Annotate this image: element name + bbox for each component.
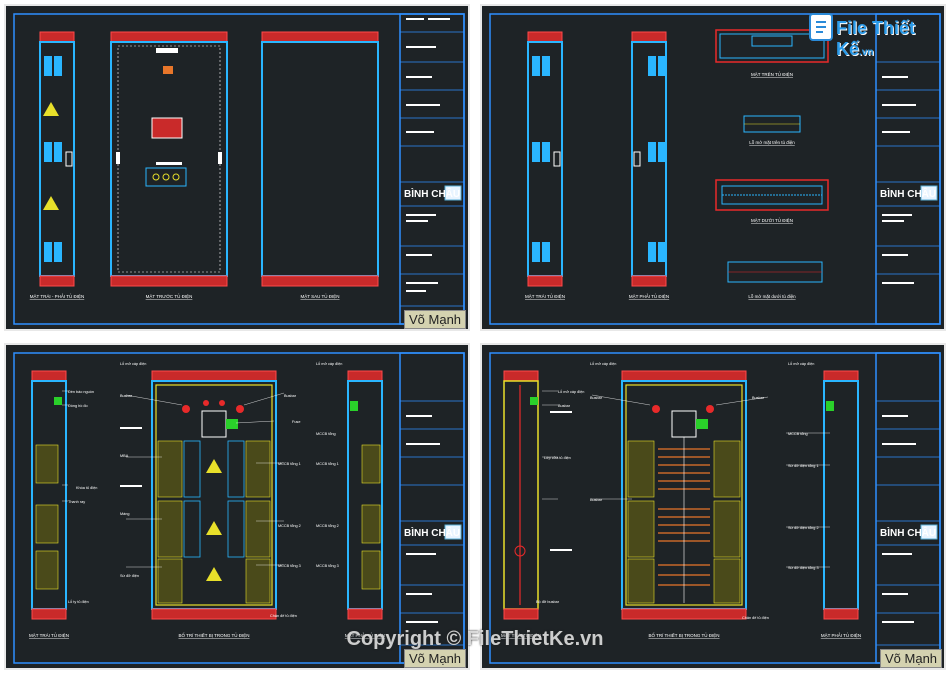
- label-left-1: Lỗ mở cáp điện: [558, 389, 584, 394]
- label-center-1: Lỗ mở cáp điện: [120, 361, 146, 366]
- caption-2-6: Lỗ mở mặt dưới tủ điện: [748, 293, 796, 299]
- company-name: BÌNH CHÂU: [404, 528, 461, 539]
- cabinet-side-view: [39, 31, 75, 287]
- caption-4-2: BỐ TRÍ THIẾT BỊ TRONG TỦ ĐIỆN: [648, 631, 719, 638]
- brand-logo-icon: [809, 13, 833, 41]
- label-center-6: Busbar: [284, 394, 297, 398]
- sheet-1-drawing: MẶT TRÁI - PHẢI TỦ ĐIỆN MẶT TRƯỚC TỦ ĐIỆ…: [13, 13, 465, 325]
- label-left-1: Đèn báo nguồn: [68, 390, 94, 394]
- label-center-5: Sứ đỡ điện: [120, 574, 139, 578]
- caption-2-2: MẶT PHẢI TỦ ĐIỆN: [629, 292, 669, 299]
- label-right-2: MCCB tổng: [316, 432, 336, 436]
- caption-4-3: MẶT PHẢI TỦ ĐIỆN: [821, 631, 861, 638]
- label-right-2: MCCB tổng: [788, 432, 808, 436]
- designer-badge: Võ Mạnh: [404, 649, 467, 668]
- cabinet-back-view: [261, 31, 379, 287]
- drawing-sheet-3: Đèn báo nguồn Đồng hồ đo Khóa tủ điện Th…: [4, 343, 470, 670]
- caption-1-2: MẶT TRƯỚC TỦ ĐIỆN: [146, 292, 193, 299]
- label-center-2: Busbar: [120, 394, 133, 398]
- label-right-4: MCCB tổng 2: [316, 524, 339, 528]
- company-name: BÌNH CHÂU: [404, 189, 461, 200]
- label-center-7: Fuse: [292, 420, 300, 424]
- label-left-3: Khóa tủ điện: [76, 486, 97, 490]
- sheet-4-drawing: Lỗ mở cáp điện Lỗ mở cáp điện Busbar Lớp…: [489, 352, 941, 664]
- caption-2-3: MẶT TRÊN TỦ ĐIỆN: [751, 70, 793, 77]
- label-left-4: Thanh ray: [68, 500, 85, 504]
- sheet-2-drawing: MẶT TRÁI TỦ ĐIỆN MẶT PHẢI TỦ ĐIỆN MẶT TR…: [489, 13, 941, 325]
- label-left-3: Lớp cửa tủ điện: [544, 456, 571, 460]
- drawing-sheet-4: Lỗ mở cáp điện Lỗ mở cáp điện Busbar Lớp…: [480, 343, 946, 670]
- label-center-4: Máng: [120, 512, 130, 516]
- caption-1-3: MẶT SAU TỦ ĐIỆN: [300, 292, 339, 299]
- label-left-5: Lỗ ty tủ điện: [68, 599, 89, 604]
- label-right-3: Sứ đỡ điện tổng 1: [788, 464, 819, 468]
- caption-2-5: MẶT DƯỚI TỦ ĐIỆN: [751, 216, 793, 223]
- drawing-sheet-2: MẶT TRÁI TỦ ĐIỆN MẶT PHẢI TỦ ĐIỆN MẶT TR…: [480, 4, 946, 331]
- label-left-2: Đồng hồ đo: [68, 404, 88, 408]
- label-center-1: Lỗ mở cáp điện: [590, 361, 616, 366]
- company-name: BÌNH CHÂU: [880, 189, 937, 200]
- caption-3-3: MẶT PHẢI TỦ ĐIỆN: [345, 631, 385, 638]
- label-center-9: MCCB tổng 2: [278, 524, 301, 528]
- caption-4-1: MẶT TRÁI TỦ ĐIỆN: [501, 631, 541, 638]
- label-right-5: Sứ đỡ điện tổng 3: [788, 566, 819, 570]
- designer-badge: Võ Mạnh: [404, 310, 467, 329]
- label-center-10: MCCB tổng 3: [278, 564, 301, 568]
- label-right-3: MCCB tổng 1: [316, 462, 339, 466]
- label-right-1: Lỗ mở cáp điện: [788, 361, 814, 366]
- label-right-5: MCCB tổng 3: [316, 564, 339, 568]
- caption-1-1: MẶT TRÁI - PHẢI TỦ ĐIỆN: [30, 292, 85, 299]
- copyright-watermark: Copyright © FileThietKe.vn: [346, 628, 604, 650]
- label-center-3: MBA: [120, 454, 129, 458]
- caption-3-2: BỐ TRÍ THIẾT BỊ TRONG TỦ ĐIỆN: [178, 631, 249, 638]
- label-left-4: Busbar: [590, 498, 603, 502]
- sheet-3-drawing: Đèn báo nguồn Đồng hồ đo Khóa tủ điện Th…: [13, 352, 465, 664]
- label-center-8: MCCB tổng 1: [278, 462, 301, 466]
- brand-name: File Thiết Kế.vn: [836, 18, 916, 59]
- label-left-5: Bộ đỡ busbar: [536, 600, 560, 604]
- caption-2-4: Lỗ mở mặt trên tủ điện: [749, 139, 795, 145]
- drawing-sheet-1: MẶT TRÁI - PHẢI TỦ ĐIỆN MẶT TRƯỚC TỦ ĐIỆ…: [4, 4, 470, 331]
- caption-3-1: MẶT TRÁI TỦ ĐIỆN: [29, 631, 69, 638]
- company-name: BÌNH CHÂU: [880, 528, 937, 539]
- label-center-3: Busbar: [752, 396, 765, 400]
- label-center-4: Chân đế tủ điện: [742, 616, 769, 620]
- brand-logo: File Thiết Kế.vn: [808, 8, 950, 59]
- label-right-4: Sứ đỡ điện tổng 2: [788, 526, 819, 530]
- cabinet-front-view: [110, 31, 228, 287]
- label-right-1: Lỗ mở cáp điện: [316, 361, 342, 366]
- caption-2-1: MẶT TRÁI TỦ ĐIỆN: [525, 292, 565, 299]
- label-center-2: Busbar: [590, 396, 603, 400]
- label-left-2: Busbar: [558, 404, 571, 408]
- designer-badge: Võ Mạnh: [880, 649, 943, 668]
- label-center-11: Chân đế tủ điện: [270, 614, 297, 618]
